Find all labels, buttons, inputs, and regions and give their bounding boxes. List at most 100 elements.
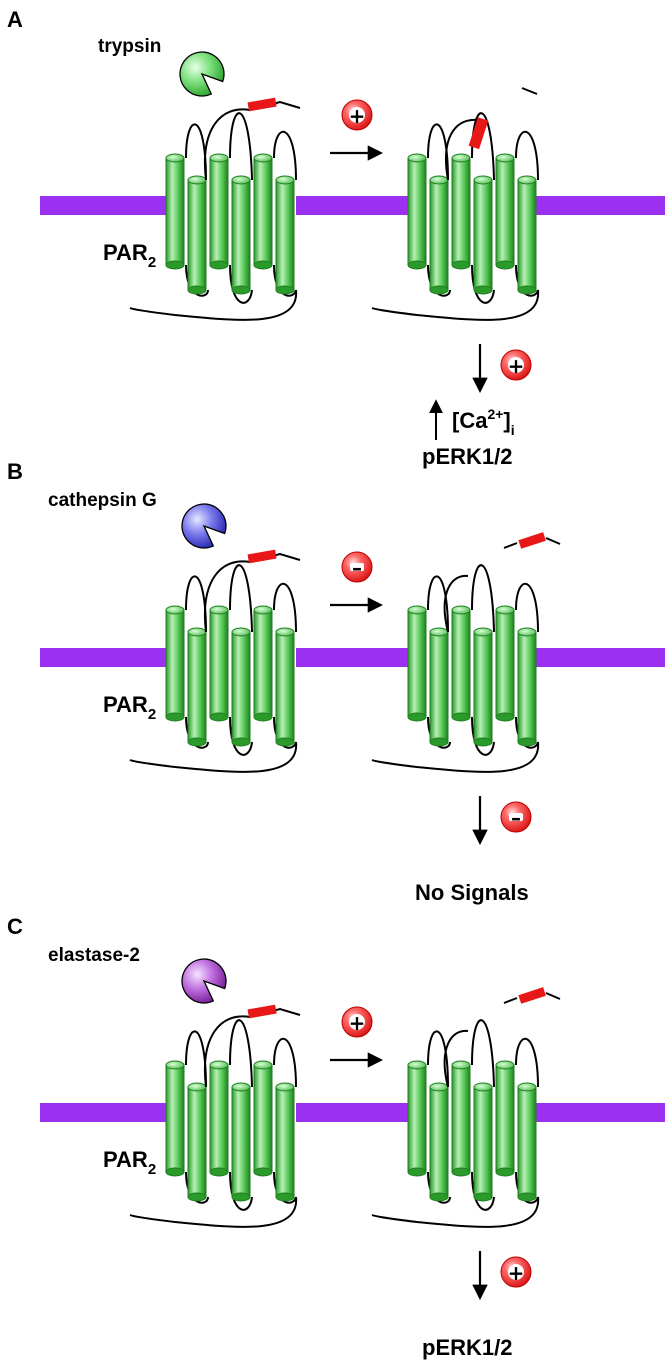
helix-base (517, 737, 537, 747)
transmembrane-helix (473, 631, 493, 743)
helix-cap (473, 1082, 493, 1092)
protease-icon (181, 958, 227, 1004)
transmembrane-helix (407, 1064, 427, 1173)
receptor-loop (229, 1019, 253, 1088)
panel-letter: B (7, 459, 23, 484)
transmembrane-helix (209, 157, 229, 266)
transmembrane-helix (275, 631, 295, 743)
helix-cap (407, 605, 427, 615)
transmembrane-helix (451, 1064, 471, 1173)
transmembrane-helix (187, 1086, 207, 1198)
receptor-loop (229, 716, 253, 756)
signal-effect-badge: + (500, 1256, 532, 1288)
cell-membrane (535, 196, 665, 215)
transmembrane-helix (473, 179, 493, 291)
receptor-loop (427, 575, 449, 633)
helix-cap (231, 1082, 251, 1092)
transmembrane-helix (275, 1086, 295, 1198)
transmembrane-helix (407, 157, 427, 266)
plus-icon: + (508, 1261, 525, 1285)
panel-letter: C (7, 914, 23, 939)
helix-cap (495, 153, 515, 163)
helix-base (187, 1192, 207, 1202)
transmembrane-helix (187, 631, 207, 743)
helix-cap (451, 153, 471, 163)
n-terminus (445, 118, 479, 181)
transmembrane-helix (231, 1086, 251, 1198)
receptor-loop (229, 112, 253, 181)
enzyme-label: elastase-2 (48, 945, 140, 966)
transmembrane-helix (231, 179, 251, 291)
helix-base (429, 737, 449, 747)
transmembrane-helix (451, 609, 471, 718)
transmembrane-helix (253, 1064, 273, 1173)
helix-cap (165, 605, 185, 615)
helix-base (231, 737, 251, 747)
receptor-loop (273, 582, 297, 633)
receptor-loop (515, 582, 539, 633)
helix-base (495, 712, 515, 722)
c-terminal-tail (129, 1196, 298, 1228)
helix-base (275, 737, 295, 747)
signal-outcome-text: No Signals (415, 880, 529, 905)
helix-base (165, 712, 185, 722)
signal-effect-badge: + (500, 349, 532, 381)
transmembrane-helix (517, 179, 537, 291)
receptor-loop (185, 1030, 207, 1088)
helix-base (209, 1167, 229, 1177)
released-ligand (518, 532, 546, 549)
transmembrane-helix (495, 157, 515, 266)
helix-base (231, 1192, 251, 1202)
receptor-loop (471, 1171, 495, 1211)
enzyme-label: cathepsin G (48, 490, 157, 511)
receptor-loop (229, 264, 253, 304)
transmembrane-helix (429, 1086, 449, 1198)
transmembrane-helix (165, 157, 185, 266)
helix-cap (253, 605, 273, 615)
helix-cap (275, 175, 295, 185)
transmembrane-helix (253, 609, 273, 718)
helix-cap (209, 153, 229, 163)
helix-cap (165, 153, 185, 163)
receptor-loop (273, 1037, 297, 1088)
par2-receptor (371, 987, 561, 1228)
helix-base (473, 1192, 493, 1202)
transmembrane-helix (165, 1064, 185, 1173)
cell-membrane (535, 1103, 665, 1122)
helix-base (473, 737, 493, 747)
helix-cap (253, 1060, 273, 1070)
receptor-label: PAR2 (103, 692, 156, 723)
tethered-ligand (247, 549, 277, 564)
helix-base (187, 285, 207, 295)
transmembrane-helix (187, 179, 207, 291)
tethered-ligand (247, 97, 277, 112)
helix-base (495, 260, 515, 270)
c-terminal-tail (129, 289, 298, 321)
outcome-part: [Ca (452, 408, 488, 433)
c-terminal-tail (371, 741, 540, 773)
helix-base (451, 712, 471, 722)
cell-membrane (296, 1103, 412, 1122)
transmembrane-helix (495, 609, 515, 718)
helix-cap (231, 627, 251, 637)
tethered-ligand (247, 1004, 277, 1019)
helix-base (231, 285, 251, 295)
receptor-loop (427, 1030, 449, 1088)
helix-cap (165, 1060, 185, 1070)
helix-cap (429, 627, 449, 637)
par2-receptor (129, 549, 301, 773)
outcome-part: pERK1/2 (422, 444, 512, 469)
cell-membrane (40, 196, 168, 215)
plus-icon-bg (349, 1014, 365, 1030)
helix-cap (451, 1060, 471, 1070)
transmembrane-helix (209, 1064, 229, 1173)
helix-base (429, 285, 449, 295)
par2-receptor (371, 532, 561, 773)
helix-cap (187, 1082, 207, 1092)
minus-icon-bg (350, 563, 364, 571)
cleaved-fragment (545, 537, 561, 545)
helix-base (407, 260, 427, 270)
